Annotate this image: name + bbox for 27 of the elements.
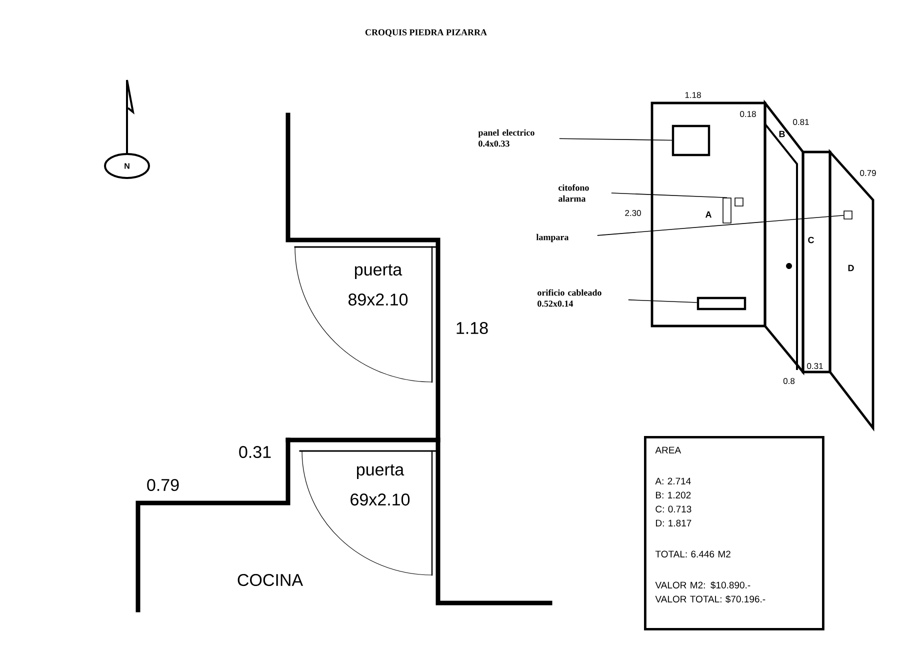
lamp-box	[844, 210, 852, 220]
dimension-label: 2.30	[625, 210, 641, 216]
cable-hole-box	[696, 296, 746, 310]
dimension-label: 0.31	[807, 363, 823, 369]
door-label: puerta 89x2.10	[348, 264, 408, 306]
area-table: AREA A: 2.714 B: 1.202 C: 0.713 D: 1.817 TOTAL: 6.446 M2 VALOR M2: $10.890.- VALOR TOTAL: $70.196.-	[644, 436, 824, 630]
callout-text: orificio cableado 0.52x0.14	[538, 289, 602, 307]
room-label: COCINA	[238, 574, 304, 586]
dimension-label: 1.18	[456, 322, 488, 334]
dimension-label: 0.18	[740, 111, 756, 117]
panel-box	[672, 124, 710, 156]
dimension-label: 1.18	[685, 92, 701, 98]
title: CROQUIS PIEDRA PIZARRA	[365, 29, 487, 37]
dimension-label: 0.81	[793, 119, 809, 125]
intercom-box	[722, 198, 732, 224]
dimension-label: 0.31	[239, 446, 271, 458]
dimension-label: 0.79	[860, 170, 876, 176]
leader-line	[611, 192, 728, 198]
dimension-label: 0.8	[783, 378, 795, 384]
door-label: puerta 69x2.10	[350, 464, 410, 506]
callout-text: citofono alarma	[558, 184, 589, 202]
dimension-label: 0.79	[147, 478, 179, 492]
callout-text: panel electrico 0.4x0.33	[478, 129, 534, 147]
leader-line	[628, 299, 698, 303]
callout-text: lampara	[536, 234, 569, 242]
leader-line	[597, 214, 844, 236]
leader-line	[559, 138, 672, 141]
